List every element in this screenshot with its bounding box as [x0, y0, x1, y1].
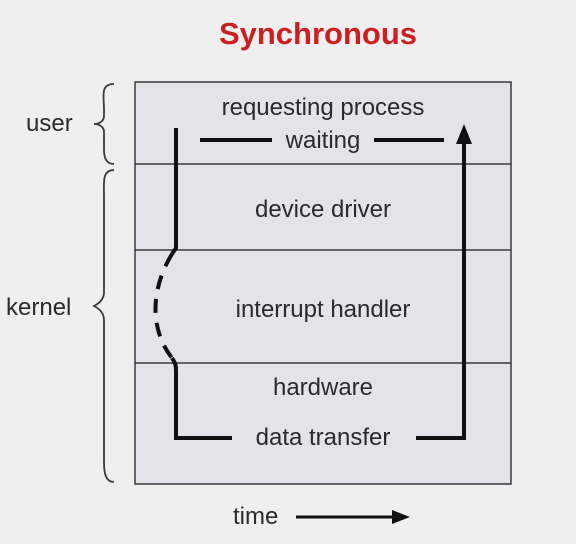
execution-path-hardware	[170, 356, 232, 440]
execution-path-dashed	[153, 252, 174, 360]
layer-requesting-process: requesting process	[221, 94, 425, 121]
layer-data-transfer: data transfer	[255, 424, 391, 451]
kernel-brace	[91, 169, 115, 483]
execution-path-down	[170, 128, 178, 256]
layer-box-outline	[134, 81, 512, 485]
return-arrowhead	[456, 124, 472, 144]
layer-interrupt-handler: interrupt handler	[235, 296, 411, 323]
layer-waiting: waiting	[285, 127, 361, 154]
kernel-label: kernel	[6, 294, 72, 321]
time-axis-label: time	[233, 503, 279, 530]
time-arrowhead	[392, 510, 410, 524]
user-label: user	[26, 110, 73, 137]
user-brace	[93, 83, 115, 165]
execution-path-return	[416, 142, 466, 440]
layer-device-driver: device driver	[254, 196, 392, 223]
diagram-title: Synchronous	[218, 16, 418, 51]
layer-hardware: hardware	[272, 374, 374, 401]
